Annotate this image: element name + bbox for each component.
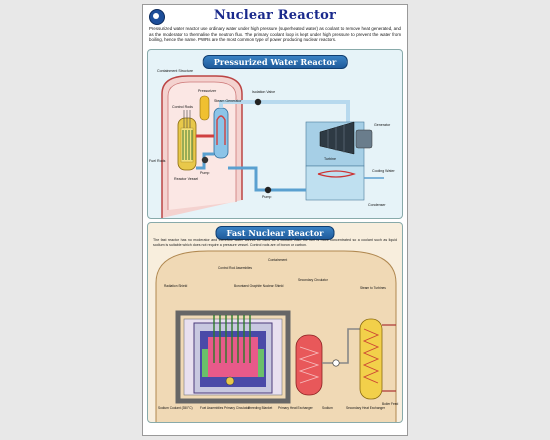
- pwr-diagram: Containment Structure Isolation Valve Pr…: [149, 69, 395, 218]
- fuel-rods: [182, 130, 193, 160]
- reactor-vessel-label: Reactor Vessel: [174, 177, 198, 181]
- pump-label-1: Pump: [200, 171, 209, 175]
- condenser-label: Condenser: [368, 203, 386, 207]
- pressurizer: [199, 95, 210, 121]
- pwr-panel: Pressurized Water Reactor: [147, 49, 403, 219]
- publisher-logo-icon: [149, 9, 165, 25]
- feedwater-pump-icon: [264, 186, 272, 194]
- fuel-assemblies-label: Fuel Assemblies: [200, 406, 224, 410]
- primary-hx-label: Primary Heat Exchanger: [278, 406, 314, 410]
- cooling-water-label: Cooling Water: [372, 169, 395, 173]
- control-rod-label: Control Rod Assemblies: [218, 266, 252, 270]
- intro-text: Pressurized water reactor use ordinary w…: [149, 26, 401, 43]
- chart-title: Nuclear Reactor: [213, 8, 337, 23]
- fnr-panel: Fast Nuclear Reactor The fast reactor ha…: [147, 222, 403, 423]
- primary-heat-exchanger: [295, 334, 323, 396]
- secondary-circulator-icon: [332, 359, 340, 367]
- graphite-shield-label: Borontaed Graphite Nuclear Shield: [234, 284, 284, 288]
- generator: [355, 129, 373, 149]
- isolation-valve-label: Isolation Valve: [252, 90, 275, 94]
- secondary-circulator-label: Secondary Circulator: [298, 278, 329, 282]
- fnr-banner: Fast Nuclear Reactor: [215, 226, 335, 240]
- containment-label: Containment Structure: [157, 69, 193, 73]
- condenser: [305, 165, 365, 201]
- control-rods-label: Control Rods: [172, 105, 193, 109]
- turbine: [319, 121, 355, 155]
- primary-pump-icon: [201, 156, 209, 164]
- pump-label-2: Pump: [262, 195, 271, 199]
- sodium-label: Sodium: [322, 406, 333, 410]
- fuel-rods-label: Fuel Rods: [149, 159, 166, 163]
- turbine-label: Turbine: [324, 157, 336, 161]
- steam-generator-label: Steam Generator: [214, 99, 242, 103]
- secondary-hx-label: Secondary Heat Exchanger: [346, 406, 386, 410]
- primary-circulator-icon: [225, 376, 235, 386]
- fnr-description: The fast reactor has no moderator and th…: [153, 238, 397, 247]
- radiation-shield: [175, 310, 291, 404]
- wall-chart: Nuclear Reactor Pressurized water reacto…: [142, 4, 408, 436]
- generator-label: Generator: [374, 123, 391, 127]
- radiation-shield-label: Radiation Shield: [164, 284, 187, 288]
- control-rods: [183, 110, 191, 128]
- isolation-valve-icon: [254, 98, 262, 106]
- control-rod-assemblies: [213, 315, 251, 363]
- sodium-coolant-label: Sodium Coolant (350°C): [158, 406, 193, 410]
- containment-label: Containment: [268, 258, 287, 262]
- fnr-diagram: Containment Control Rod Assemblies Radia…: [155, 250, 399, 422]
- pressurizer-label: Pressurizer: [198, 89, 217, 93]
- pwr-banner: Pressurized Water Reactor: [202, 55, 348, 69]
- breeding-blanket-label: Breeding Blanket: [248, 406, 272, 410]
- secondary-heat-exchanger: [359, 318, 383, 400]
- steam-to-turbines-label: Steam to Turbines: [360, 286, 386, 290]
- primary-circulator-label: Primary Circulator: [224, 406, 250, 410]
- boiler-feed-label: Boiler Feed: [382, 402, 399, 406]
